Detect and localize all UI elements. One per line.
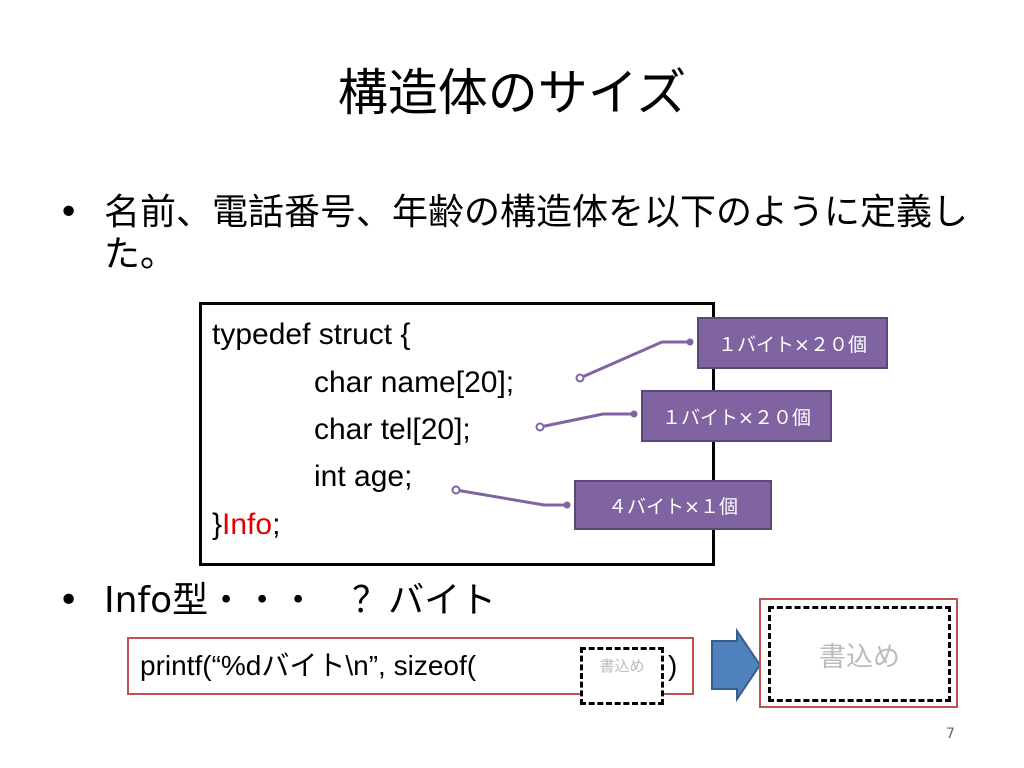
callout-age-size: ４バイト×１個 xyxy=(574,480,772,530)
printf-close-paren: ) xyxy=(668,650,678,681)
connector-name xyxy=(579,340,690,380)
answer-box-frame xyxy=(759,598,958,708)
close-brace: } xyxy=(212,508,223,541)
code-line-close: }Info; xyxy=(212,505,280,544)
bullet-marker: • xyxy=(58,580,80,621)
connector-age xyxy=(455,488,567,507)
code-line-tel: char tel[20]; xyxy=(314,413,471,446)
fill-in-blank-small[interactable]: 書込め xyxy=(580,647,664,705)
bullet-marker: • xyxy=(58,192,80,233)
connector-tel-end-dot xyxy=(630,410,638,418)
connector-tel xyxy=(539,412,634,429)
struct-name-info: Info xyxy=(222,508,273,541)
connector-name-start-dot xyxy=(575,373,585,383)
code-line-typedef: typedef struct { xyxy=(212,318,411,351)
bullet-text-definition: 名前、電話番号、年齢の構造体を以下のように定義した。 xyxy=(104,192,969,275)
printf-code: printf(“%dバイト\n”, sizeof( xyxy=(140,650,477,681)
connector-name-end-dot xyxy=(686,338,694,346)
callout-name-size: １バイト×２０個 xyxy=(697,317,888,369)
connector-tel-start-dot xyxy=(535,422,545,432)
fill-in-blank-large[interactable]: 書込め xyxy=(768,606,951,702)
connector-age-end-dot xyxy=(563,501,571,509)
right-arrow-icon xyxy=(711,627,762,703)
connector-age-start-dot xyxy=(451,485,461,495)
code-line-age: int age; xyxy=(314,460,413,493)
semicolon: ; xyxy=(272,508,281,541)
callout-tel-size: １バイト×２０個 xyxy=(641,390,832,442)
page-number: 7 xyxy=(946,726,955,742)
bullet-text-question: Info型・・・ ？バイト xyxy=(104,580,497,621)
code-line-name: char name[20]; xyxy=(314,366,515,399)
slide-title: 構造体のサイズ xyxy=(337,64,687,122)
